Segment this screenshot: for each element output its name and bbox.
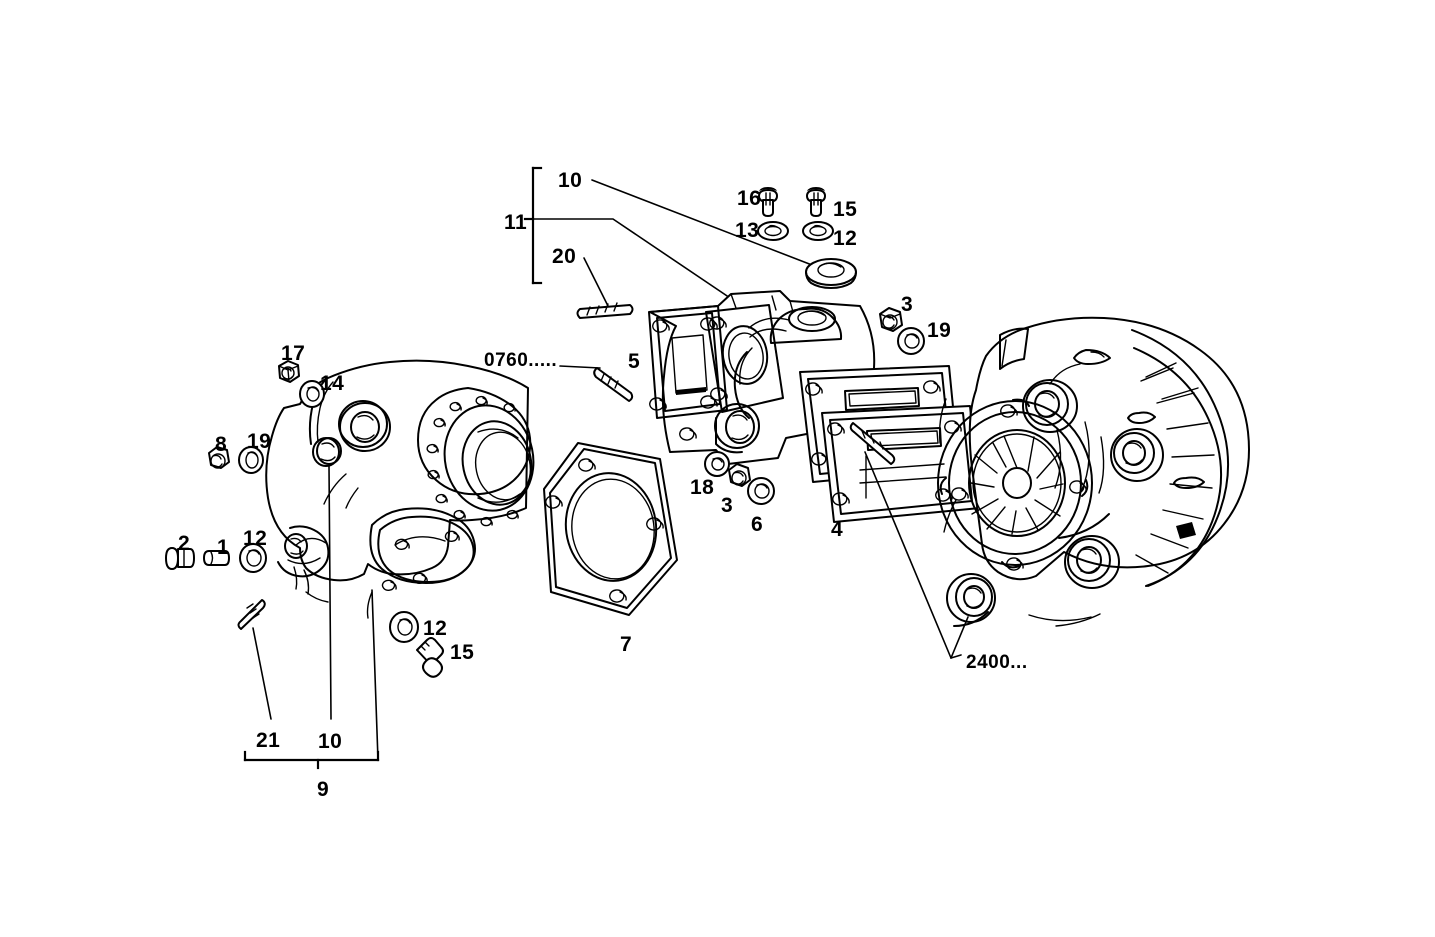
callout-13: 13 — [735, 219, 760, 242]
cooling-fins — [1135, 362, 1215, 574]
callout-8: 8 — [215, 433, 228, 456]
mount-plate-lower-4 — [821, 405, 981, 523]
washer-12-left-icon — [239, 543, 267, 573]
nut-17-icon — [278, 360, 300, 383]
washer-19-left-icon — [238, 446, 264, 474]
seal-12-icon — [802, 221, 834, 241]
callout-7: 7 — [620, 633, 633, 656]
callout-3-mid: 3 — [721, 494, 734, 517]
nut-3-mid-icon — [728, 463, 751, 487]
callout-10-top: 10 — [558, 169, 583, 192]
washer-19-right-icon — [897, 327, 925, 355]
callout-12-bottom: 12 — [423, 617, 448, 640]
part-number-2400: 2400... — [966, 652, 1028, 673]
callout-17: 17 — [281, 342, 306, 365]
plug-15-icon — [806, 187, 826, 217]
callout-19-right: 19 — [927, 319, 952, 342]
part-number-0760: 0760..... — [484, 350, 558, 371]
nut-8-icon — [208, 446, 230, 469]
stud-through-plate-icon — [849, 422, 896, 465]
washer-14-icon — [299, 380, 325, 408]
nut-3-right-icon — [879, 307, 903, 332]
washer-12-bottom-icon — [389, 611, 419, 643]
callout-11: 11 — [504, 211, 528, 234]
callout-6: 6 — [751, 513, 764, 536]
callout-14: 14 — [320, 372, 345, 395]
callout-15-top: 15 — [833, 198, 858, 221]
plug-16-icon — [758, 187, 778, 217]
stud-21-icon — [237, 599, 266, 630]
bolt-2-icon — [165, 547, 195, 570]
leader-2400 — [864, 451, 969, 659]
stud-0760-icon — [593, 367, 634, 402]
callout-1: 1 — [217, 536, 230, 559]
bracket-11 — [523, 166, 543, 285]
leader-20 — [583, 257, 611, 311]
leader-11 — [532, 218, 743, 307]
callout-5: 5 — [628, 350, 641, 373]
callout-12-top: 12 — [833, 227, 858, 250]
callout-2: 2 — [178, 532, 191, 555]
dowel-pin-20-icon — [576, 302, 634, 319]
washer-6-icon — [747, 477, 775, 505]
seal-10-icon — [805, 258, 857, 289]
right-housing — [935, 316, 1250, 627]
seal-13-icon — [757, 221, 789, 241]
leader-21 — [252, 627, 272, 720]
callout-18: 18 — [690, 476, 715, 499]
bolt-15-bottom-icon — [416, 637, 444, 678]
fan-spokes — [970, 435, 1064, 535]
flange-bolt-holes — [426, 395, 519, 527]
washer-18-icon — [704, 451, 730, 477]
gasket-7 — [543, 442, 678, 616]
callout-12-left: 12 — [243, 527, 268, 550]
pin-1-icon — [203, 550, 230, 566]
callout-4: 4 — [831, 518, 844, 541]
bracket-9 — [243, 750, 380, 770]
callout-10-bottom: 10 — [318, 730, 343, 753]
callout-15-bottom: 15 — [450, 641, 475, 664]
leader-9 — [371, 589, 379, 761]
callout-16: 16 — [737, 187, 762, 210]
callout-3-right: 3 — [901, 293, 914, 316]
callout-21: 21 — [256, 729, 281, 752]
leader-10-top — [591, 179, 813, 266]
callout-20: 20 — [552, 245, 577, 268]
callout-9: 9 — [317, 778, 330, 801]
leader-10-bottom — [328, 465, 332, 720]
callout-19-left: 19 — [247, 430, 272, 453]
leader-0760 — [559, 365, 601, 369]
